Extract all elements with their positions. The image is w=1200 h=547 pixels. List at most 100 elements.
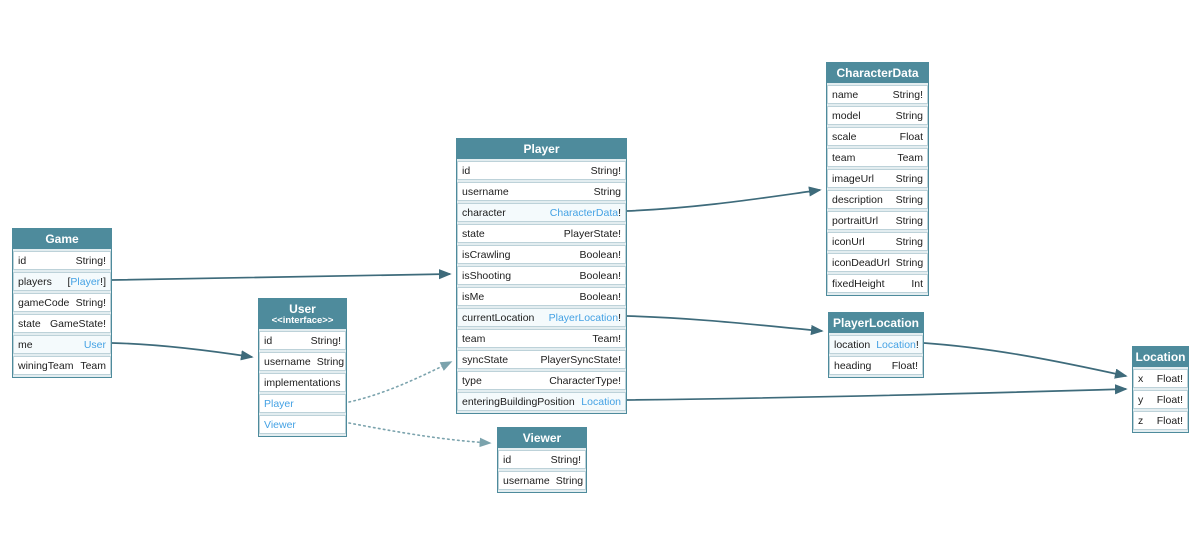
field-type[interactable]: Location! xyxy=(876,339,919,351)
field-type[interactable]: User xyxy=(84,339,106,351)
implementation-link[interactable]: Player xyxy=(264,397,294,410)
field-type: PlayerSyncState! xyxy=(540,353,621,366)
edge-game-players-to-player xyxy=(111,269,452,281)
field-name: state xyxy=(18,317,41,330)
field-row-game-players[interactable]: players[Player!] xyxy=(13,272,111,291)
type-prefix: [ xyxy=(67,275,71,288)
field-name: enteringBuildingPosition xyxy=(462,395,575,408)
field-name: username xyxy=(503,474,550,487)
field-name: imageUrl xyxy=(832,172,875,185)
field-type: Boolean! xyxy=(579,290,621,303)
field-type[interactable]: CharacterData! xyxy=(550,207,621,219)
node-header-game[interactable]: Game xyxy=(13,229,111,249)
node-title: Player xyxy=(523,141,560,156)
field-type: String! xyxy=(75,254,106,267)
field-type: Boolean! xyxy=(579,269,621,282)
node-title: User xyxy=(289,301,316,316)
field-name: id xyxy=(503,453,512,466)
node-header-characterdata[interactable]: CharacterData xyxy=(827,63,928,83)
node-header-user[interactable]: User<<interface>> xyxy=(259,299,346,329)
field-row-game-me[interactable]: me User xyxy=(13,335,111,354)
field-type: String xyxy=(895,193,923,206)
type-suffix: !] xyxy=(100,275,106,288)
type-link[interactable]: Player xyxy=(70,275,101,288)
node-header-viewer[interactable]: Viewer xyxy=(498,428,586,448)
type-suffix: ! xyxy=(618,311,621,324)
implementation-link[interactable]: Viewer xyxy=(264,418,296,431)
field-type[interactable]: Location xyxy=(581,396,621,408)
field-name: name xyxy=(832,88,859,101)
field-row-user-viewer[interactable]: Viewer xyxy=(259,415,346,434)
field-row-characterdata-description[interactable]: description String xyxy=(827,190,928,209)
type-link[interactable]: PlayerLocation xyxy=(548,311,619,324)
node-subtitle: <<interface>> xyxy=(271,314,334,326)
node-header-playerlocation[interactable]: PlayerLocation xyxy=(829,313,923,333)
field-type: String xyxy=(895,172,923,185)
field-name: currentLocation xyxy=(462,311,535,324)
field-row-user-player[interactable]: Player xyxy=(259,394,346,413)
field-name: description xyxy=(832,193,883,206)
field-name: gameCode xyxy=(18,296,70,309)
field-type: Team xyxy=(80,359,106,372)
field-type: Team xyxy=(897,151,923,164)
node-header-location[interactable]: Location xyxy=(1133,347,1188,367)
type-link[interactable]: CharacterData xyxy=(549,206,619,219)
field-type[interactable]: PlayerLocation! xyxy=(549,312,621,324)
field-row-player-enteringbuildingposition[interactable]: enteringBuildingPosition Location xyxy=(457,392,626,411)
field-type: Float! xyxy=(1156,414,1183,427)
field-row-characterdata-imageurl[interactable]: imageUrl String xyxy=(827,169,928,188)
field-row-player-isshooting[interactable]: isShooting Boolean! xyxy=(457,266,626,285)
type-link[interactable]: User xyxy=(83,338,106,351)
field-row-user-implementations[interactable]: implementations xyxy=(259,373,346,392)
field-row-player-currentlocation[interactable]: currentLocation PlayerLocation! xyxy=(457,308,626,327)
type-link[interactable]: Location xyxy=(581,395,621,408)
edge-player-enteringbuildingposition-to-location xyxy=(626,384,1128,401)
field-name: me xyxy=(18,338,33,351)
field-type: Float! xyxy=(1156,372,1183,385)
type-link[interactable]: Location xyxy=(876,338,916,351)
node-header-player[interactable]: Player xyxy=(457,139,626,159)
node-title: Viewer xyxy=(522,430,562,445)
field-type[interactable]: [Player!] xyxy=(67,276,106,288)
field-name: isShooting xyxy=(462,269,512,282)
field-name: heading xyxy=(834,359,872,372)
edge-game-me-to-user xyxy=(111,342,254,361)
